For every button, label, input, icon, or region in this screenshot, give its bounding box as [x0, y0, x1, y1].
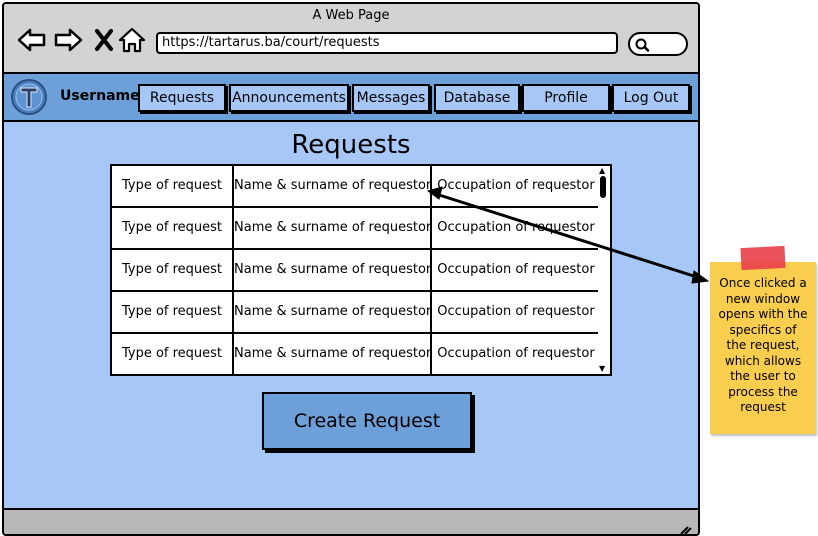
requests-table: Type of request Name & surname of reques…	[110, 164, 602, 376]
status-bar	[4, 508, 698, 534]
table-row[interactable]: Type of request Name & surname of reques…	[112, 166, 600, 208]
table-row[interactable]: Type of request Name & surname of reques…	[112, 208, 600, 250]
requestor-occupation-cell: Occupation of requestor	[437, 304, 595, 319]
nav-messages-button[interactable]: Messages	[352, 84, 430, 112]
nav-requests-button[interactable]: Requests	[138, 84, 226, 112]
requestor-name-cell: Name & surname of requestor	[234, 166, 432, 206]
requestor-name-cell: Name & surname of requestor	[234, 208, 432, 248]
browser-chrome: A Web Page https://tartarus.ba/court/req…	[4, 4, 698, 74]
nav-profile-button[interactable]: Profile	[522, 84, 610, 112]
requestor-name-cell: Name & surname of requestor	[234, 334, 432, 374]
back-icon[interactable]	[16, 24, 48, 56]
tartarus-logo-icon	[10, 78, 48, 116]
address-bar[interactable]: https://tartarus.ba/court/requests	[156, 32, 618, 54]
requestor-occupation-cell: Occupation of requestor	[437, 346, 595, 361]
create-request-button[interactable]: Create Request	[262, 392, 472, 450]
request-type-cell: Type of request	[112, 250, 234, 290]
username-label: Username	[60, 88, 140, 104]
stop-icon[interactable]	[90, 24, 122, 56]
table-row[interactable]: Type of request Name & surname of reques…	[112, 334, 600, 374]
requestor-occupation-cell: Occupation of requestor	[437, 262, 595, 277]
resize-grip-icon[interactable]	[678, 520, 692, 534]
request-type-cell: Type of request	[112, 334, 234, 374]
request-type-cell: Type of request	[112, 208, 234, 248]
browser-window: A Web Page https://tartarus.ba/court/req…	[2, 2, 700, 536]
table-scrollbar[interactable]: ▲ ▼	[598, 164, 612, 376]
requestor-name-cell: Name & surname of requestor	[234, 250, 432, 290]
nav-announcements-button[interactable]: Announcements	[229, 84, 349, 112]
browser-search-field[interactable]	[628, 32, 688, 56]
nav-logout-button[interactable]: Log Out	[612, 84, 690, 112]
scroll-down-arrow-icon[interactable]: ▼	[599, 364, 606, 373]
page-title: A Web Page	[312, 8, 390, 23]
request-type-cell: Type of request	[112, 292, 234, 332]
scrollbar-thumb[interactable]	[600, 176, 606, 198]
sticky-note-tape	[740, 245, 786, 271]
requestor-occupation-cell: Occupation of requestor	[437, 178, 595, 193]
app-header: Username Requests Announcements Messages…	[4, 74, 698, 122]
request-type-cell: Type of request	[112, 166, 234, 206]
sticky-note: Once clicked a new window opens with the…	[710, 262, 816, 434]
requests-heading: Requests	[291, 130, 411, 160]
requestor-name-cell: Name & surname of requestor	[234, 292, 432, 332]
sticky-note-text: Once clicked a new window opens with the…	[718, 276, 808, 414]
home-icon[interactable]	[116, 24, 148, 56]
table-row[interactable]: Type of request Name & surname of reques…	[112, 250, 600, 292]
nav-database-button[interactable]: Database	[434, 84, 520, 112]
search-icon	[635, 38, 650, 52]
table-row[interactable]: Type of request Name & surname of reques…	[112, 292, 600, 334]
scroll-up-arrow-icon[interactable]: ▲	[599, 166, 606, 175]
forward-icon[interactable]	[52, 24, 84, 56]
